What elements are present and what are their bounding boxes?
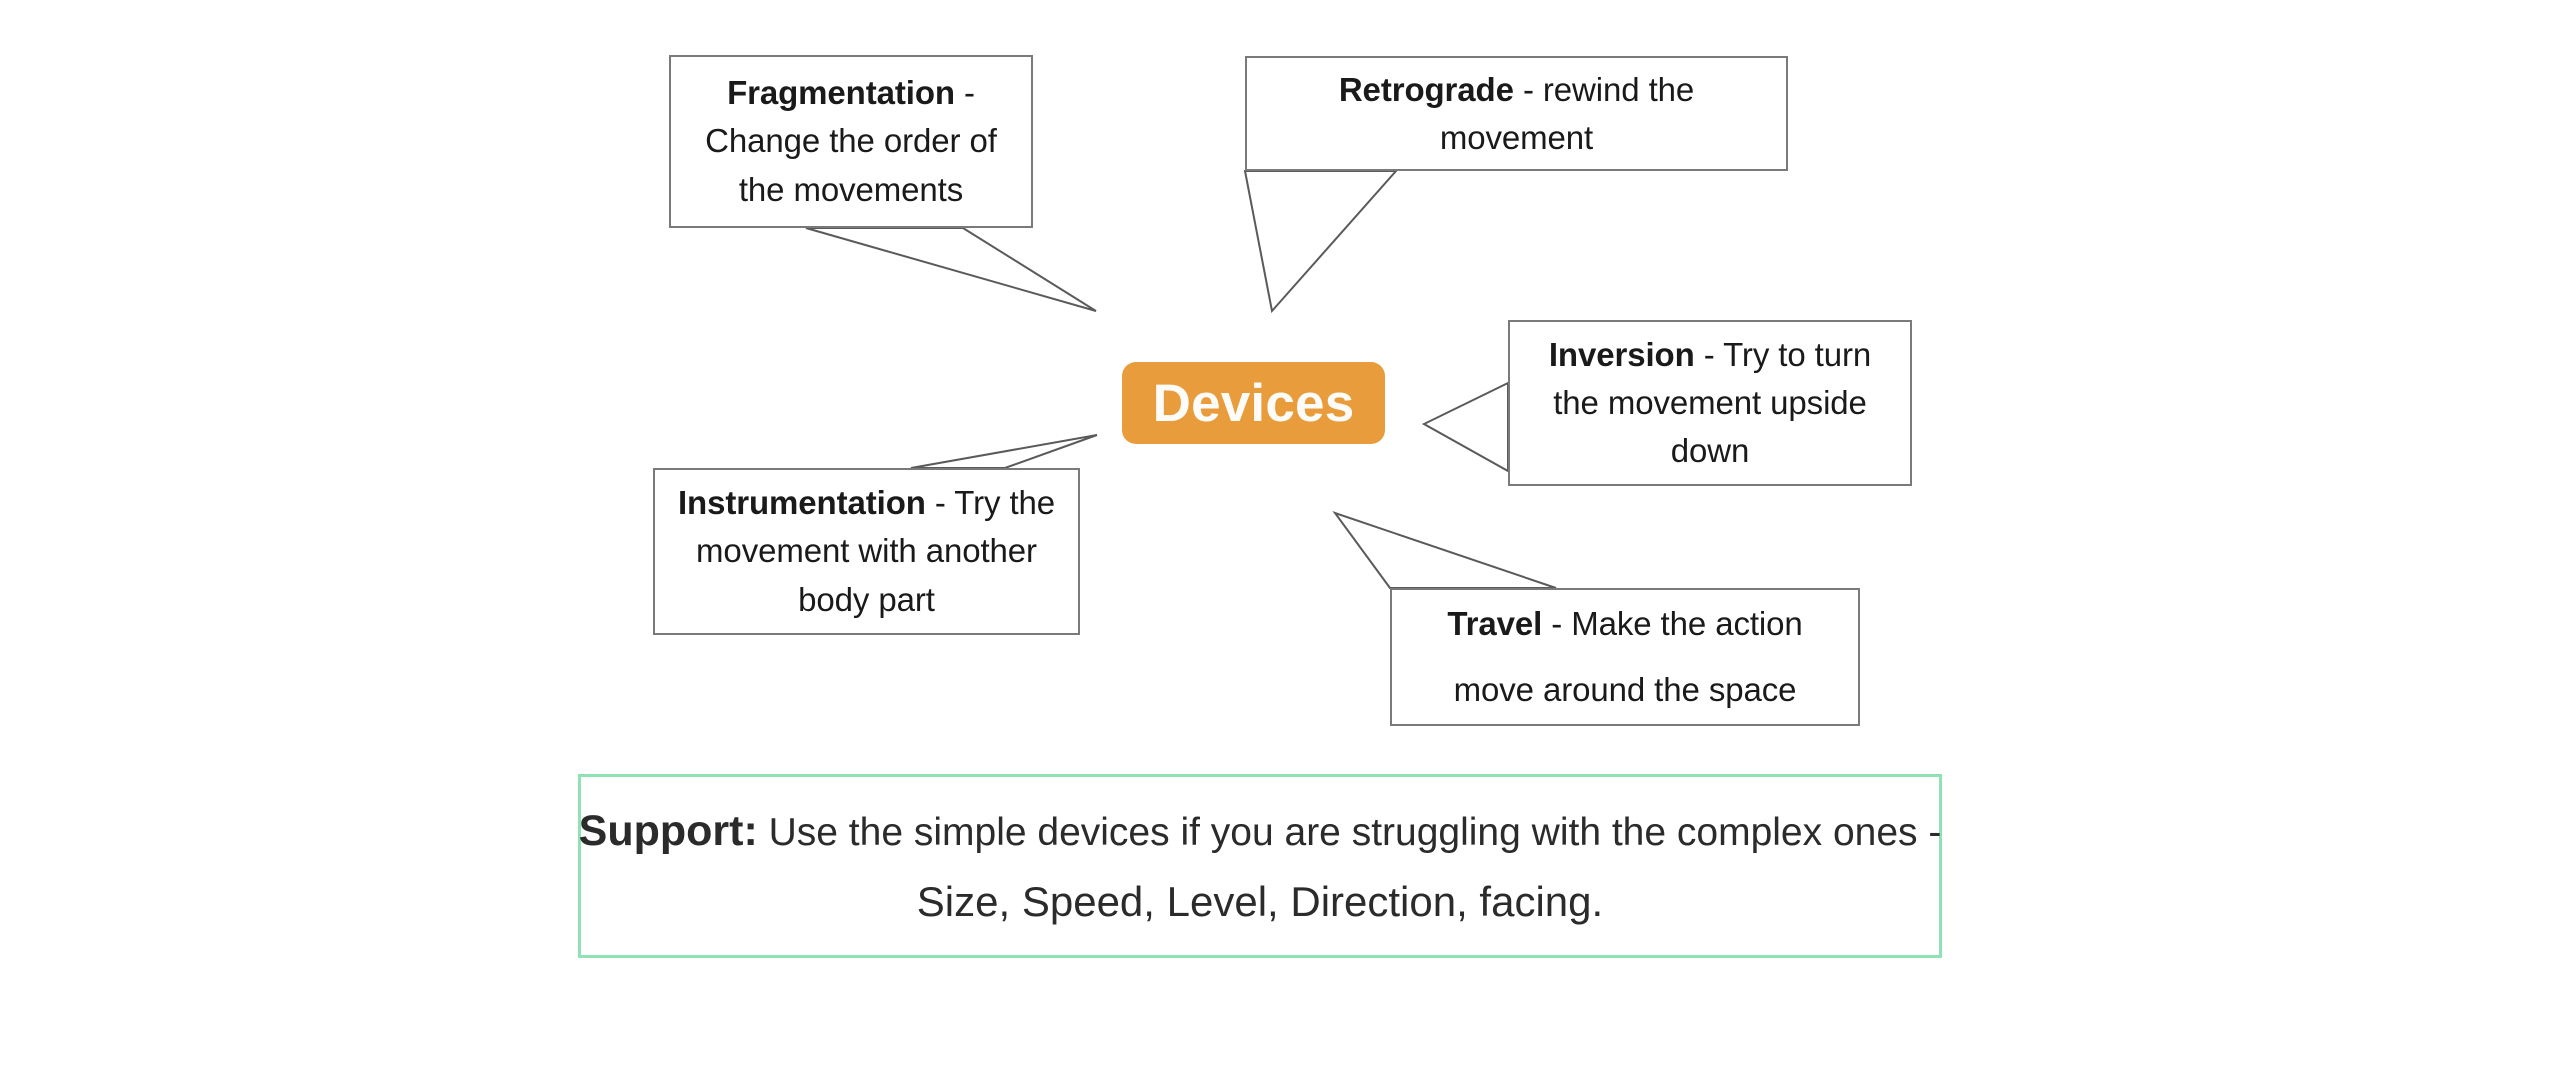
tail-travel: [1332, 511, 1557, 589]
callout-retrograde[interactable]: Retrograde - rewind the movement: [1245, 56, 1788, 171]
callout-instrumentation-term: Instrumentation: [677, 484, 926, 522]
support-banner: Support: Use the simple devices if you a…: [578, 774, 1942, 958]
callout-fragmentation-separator: -: [954, 73, 975, 111]
callout-inversion-separator: -: [1694, 336, 1724, 374]
callout-retrograde-description: rewind the movement: [1439, 70, 1695, 156]
callout-travel-term: Travel: [1447, 605, 1543, 642]
callout-instrumentation-text: Instrumentation - Try the movement with …: [655, 479, 1078, 624]
callout-travel-description: Make the action move around the space: [1453, 605, 1803, 708]
callout-retrograde-text: Retrograde - rewind the movement: [1247, 66, 1786, 161]
callout-retrograde-term: Retrograde: [1338, 70, 1514, 108]
callout-inversion[interactable]: Inversion - Try to turn the movement ups…: [1508, 320, 1912, 486]
callout-inversion-term: Inversion: [1548, 336, 1695, 374]
callout-inversion-description: Try to turn the movement upside down: [1553, 336, 1872, 469]
callout-fragmentation-text: Fragmentation - Change the order of the …: [671, 69, 1031, 215]
center-node-devices[interactable]: Devices: [1122, 362, 1385, 444]
callout-instrumentation[interactable]: Instrumentation - Try the movement with …: [653, 468, 1080, 635]
support-line-2: Size, Speed, Level, Direction, facing.: [916, 877, 1604, 925]
tail-instrumentation: [910, 434, 1098, 469]
callout-fragmentation-description: Change the order of the movements: [705, 122, 997, 208]
callout-travel-text: Travel - Make the action move around the…: [1392, 591, 1858, 723]
support-keyword: Support:: [578, 806, 758, 855]
callout-fragmentation[interactable]: Fragmentation - Change the order of the …: [669, 55, 1033, 228]
tail-inversion: [1421, 381, 1509, 473]
callout-retrograde-separator: -: [1513, 70, 1543, 108]
callout-instrumentation-separator: -: [925, 484, 955, 522]
tail-fragmentation: [805, 227, 1097, 312]
callout-travel[interactable]: Travel - Make the action move around the…: [1390, 588, 1860, 726]
callout-instrumentation-description: Try the movement with another body part: [696, 484, 1056, 618]
support-line-1-rest: Use the simple devices if you are strugg…: [757, 810, 1942, 854]
callout-fragmentation-term: Fragmentation: [727, 73, 955, 111]
support-line-1: Support: Use the simple devices if you a…: [578, 806, 1942, 855]
tail-retrograde: [1243, 170, 1399, 314]
callout-inversion-text: Inversion - Try to turn the movement ups…: [1510, 331, 1910, 475]
center-node-label: Devices: [1152, 373, 1355, 433]
callout-travel-separator: -: [1542, 605, 1572, 642]
